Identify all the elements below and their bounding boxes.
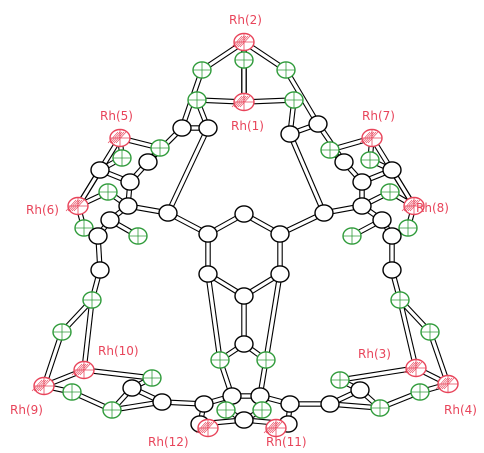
carbon-atom [334, 153, 354, 171]
carbon-atom [350, 381, 370, 399]
oxygen-atom [98, 183, 118, 201]
rhodium-atom [71, 360, 95, 380]
label-rh7: Rh(7) [362, 109, 395, 123]
rhodium-atom [31, 376, 55, 396]
carbon-atom [194, 395, 214, 413]
oxygen-atom [410, 383, 430, 401]
rhodium-atom [403, 358, 427, 378]
bond [41, 331, 65, 387]
carbon-atom [90, 261, 110, 279]
carbon-atom [90, 161, 110, 179]
carbon-atom [270, 225, 290, 243]
carbon-atom [122, 379, 142, 397]
carbon-atom [158, 204, 178, 222]
carbon-atom [352, 173, 372, 191]
carbon-atom [234, 287, 254, 305]
atom-layer [31, 32, 459, 438]
bond [205, 273, 223, 361]
carbon-atom [152, 393, 172, 411]
bond [263, 273, 283, 361]
rhodium-atom [231, 92, 255, 112]
oxygen-atom [390, 291, 410, 309]
carbon-atom [382, 261, 402, 279]
carbon-atom [234, 411, 254, 429]
oxygen-atom [420, 323, 440, 341]
label-rh10: Rh(10) [98, 344, 139, 358]
rhodium-atom [65, 196, 89, 216]
carbon-atom [198, 119, 218, 137]
oxygen-atom [320, 141, 340, 159]
bond [287, 132, 327, 215]
carbon-atom [198, 265, 218, 283]
oxygen-atom [284, 91, 304, 109]
rhodium-atom [107, 128, 131, 148]
carbon-atom [138, 153, 158, 171]
carbon-atom [280, 125, 300, 143]
carbon-atom [172, 119, 192, 137]
oxygen-atom [192, 61, 212, 79]
carbon-atom [382, 227, 402, 245]
oxygen-atom [216, 401, 236, 419]
bond [397, 299, 419, 369]
oxygen-atom [370, 399, 390, 417]
oxygen-atom [210, 351, 230, 369]
oxygen-atom [112, 149, 132, 167]
carbon-atom [88, 227, 108, 245]
carbon-atom [120, 173, 140, 191]
carbon-atom [382, 161, 402, 179]
oxygen-atom [360, 151, 380, 169]
oxygen-atom [234, 51, 254, 69]
oxygen-atom [256, 351, 276, 369]
label-rh11: Rh(11) [266, 435, 307, 449]
rhodium-atom [231, 32, 255, 52]
bond [81, 299, 95, 371]
bond [339, 365, 417, 383]
oxygen-atom [102, 401, 122, 419]
label-rh8: Rh(8) [416, 201, 449, 215]
label-rh4: Rh(4) [444, 403, 477, 417]
oxygen-atom [142, 369, 162, 387]
oxygen-atom [187, 91, 207, 109]
oxygen-atom [398, 219, 418, 237]
carbon-atom [118, 197, 138, 215]
oxygen-atom [128, 227, 148, 245]
carbon-atom [234, 335, 254, 353]
label-rh12: Rh(12) [148, 435, 189, 449]
oxygen-atom [330, 371, 350, 389]
carbon-atom [234, 205, 254, 223]
carbon-atom [100, 211, 120, 229]
carbon-atom [320, 395, 340, 413]
rhodium-atom [195, 418, 219, 438]
oxygen-atom [150, 139, 170, 157]
label-rh6: Rh(6) [26, 203, 59, 217]
oxygen-atom [82, 291, 102, 309]
rhodium-atom [401, 196, 425, 216]
carbon-atom [270, 265, 290, 283]
carbon-atom [352, 197, 372, 215]
bond [83, 367, 153, 381]
oxygen-atom [342, 227, 362, 245]
carbon-atom [372, 211, 392, 229]
carbon-atom [308, 115, 328, 133]
label-rh1: Rh(1) [231, 119, 264, 133]
bond [165, 126, 211, 215]
rhodium-atom [359, 128, 383, 148]
carbon-atom [198, 225, 218, 243]
carbon-atom [280, 395, 300, 413]
oxygen-atom [62, 383, 82, 401]
label-rh3: Rh(3) [358, 347, 391, 361]
oxygen-atom [52, 323, 72, 341]
rhodium-atom [263, 418, 287, 438]
carbon-atom [314, 204, 334, 222]
label-rh5: Rh(5) [100, 109, 133, 123]
rhodium-atom [435, 374, 459, 394]
oxygen-atom [380, 183, 400, 201]
oxygen-atom [252, 401, 272, 419]
oxygen-atom [74, 219, 94, 237]
label-rh2: Rh(2) [229, 13, 262, 27]
label-rh9: Rh(9) [10, 403, 43, 417]
oxygen-atom [276, 61, 296, 79]
